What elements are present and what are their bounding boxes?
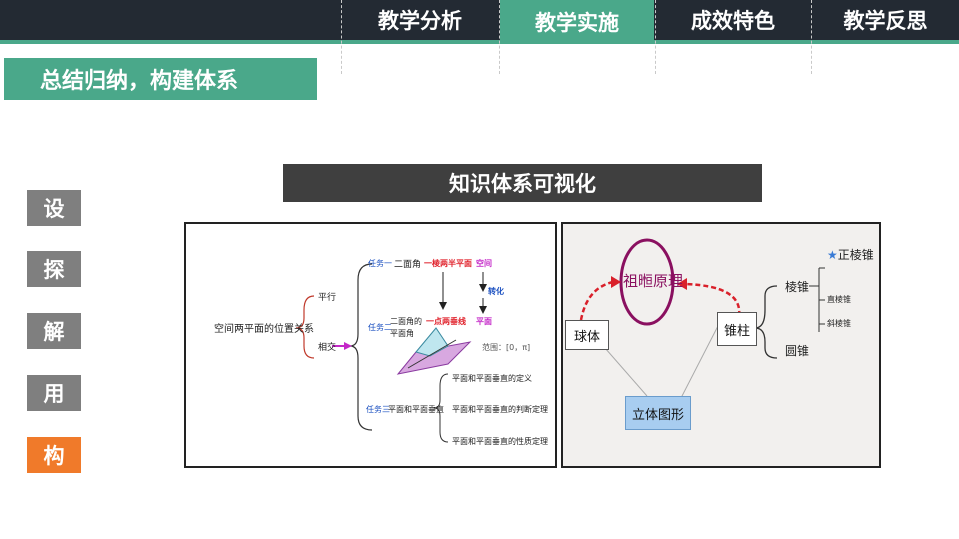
task1-text: 二面角 xyxy=(394,260,422,270)
solid-figure-mindmap: 祖暅原理 球体 锥柱 立体图形 棱锥 圆锥 ★正棱锥 直棱锥 斜棱锥 xyxy=(561,222,881,468)
map-root: 空间两平面的位置关系 xyxy=(214,324,314,335)
step-explore[interactable]: 探 xyxy=(27,251,81,287)
solid-map-lines xyxy=(579,238,825,399)
pyramid-label: 棱锥 xyxy=(785,280,810,294)
task3-item: 平面和平面垂直的定义 xyxy=(452,374,532,383)
tab-divider xyxy=(655,0,656,74)
tab-divider xyxy=(499,0,500,74)
tab-outcomes[interactable]: 成效特色 xyxy=(691,9,775,33)
knowledge-banner: 知识体系可视化 xyxy=(283,164,762,202)
convert-label: 转化 xyxy=(488,287,504,296)
regular-pyramid-label: ★正棱锥 xyxy=(827,246,874,263)
step-design[interactable]: 设 xyxy=(27,190,81,226)
task2-label: 任务二 xyxy=(368,323,392,332)
ball-node: 球体 xyxy=(565,320,609,350)
star-icon: ★ xyxy=(827,248,838,262)
map-branch-intersect: 相交 xyxy=(318,343,337,353)
right-pyramid-label: 直棱锥 xyxy=(827,295,851,304)
task2-red: 一点两垂线 xyxy=(426,317,466,326)
top-nav-bar xyxy=(0,0,959,44)
task1-mag: 空间 xyxy=(476,259,492,268)
task3-label: 任务三 xyxy=(366,405,390,414)
tab-teaching-implementation[interactable]: 教学实施 xyxy=(500,0,654,44)
step-apply[interactable]: 用 xyxy=(27,375,81,411)
step-construct[interactable]: 构 xyxy=(27,437,81,473)
plane-relation-mindmap: 空间两平面的位置关系 平行 相交 任务一 二面角 一棱两半平面 空间 转化 任务… xyxy=(184,222,557,468)
mindmap-lines xyxy=(295,263,487,443)
task3-text: 平面和平面垂直 xyxy=(388,405,444,414)
cone-label: 圆锥 xyxy=(785,344,810,358)
tab-divider xyxy=(811,0,812,74)
section-title: 总结归纳，构建体系 xyxy=(4,58,317,100)
task1-label: 任务一 xyxy=(368,259,392,268)
task1-red: 一棱两半平面 xyxy=(424,259,472,268)
cone-column-node: 锥柱 xyxy=(717,312,757,346)
oblique-pyramid-label: 斜棱锥 xyxy=(827,319,851,328)
tab-divider xyxy=(341,0,342,74)
step-solve[interactable]: 解 xyxy=(27,313,81,349)
regular-pyramid-text: 正棱锥 xyxy=(837,248,874,262)
tab-reflection[interactable]: 教学反思 xyxy=(843,9,928,33)
map-branch-parallel: 平行 xyxy=(318,293,337,303)
nav-accent-line xyxy=(0,40,959,44)
task2-mag: 平面 xyxy=(476,317,492,326)
range-label: 范围：[0，π] xyxy=(482,343,531,352)
tab-teaching-analysis[interactable]: 教学分析 xyxy=(378,9,462,33)
task2-text-2: 平面角 xyxy=(390,329,414,338)
center-node: 祖暅原理 xyxy=(623,272,684,290)
solid-figure-node: 立体图形 xyxy=(625,396,691,430)
task2-text-1: 二面角的 xyxy=(390,317,422,326)
task3-item: 平面和平面垂直的性质定理 xyxy=(452,437,548,446)
task3-item: 平面和平面垂直的判断定理 xyxy=(452,405,548,414)
